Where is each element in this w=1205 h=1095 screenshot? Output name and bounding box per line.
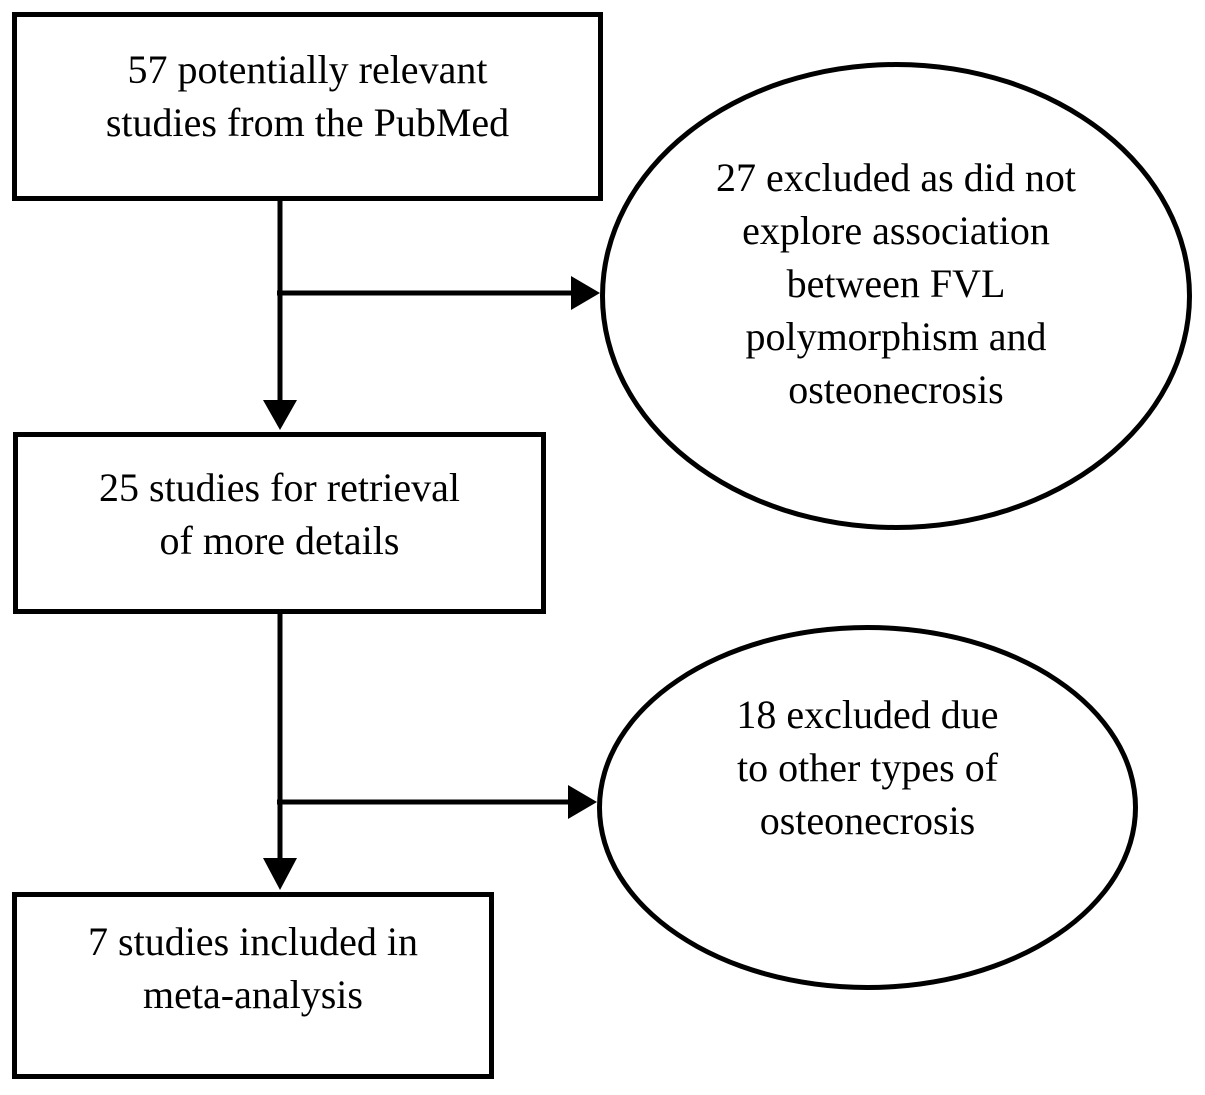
node-text-line: 18 excluded due <box>736 692 999 737</box>
arrowhead-down-2 <box>263 858 297 890</box>
node-text-line: polymorphism and <box>745 314 1047 359</box>
node-retrieval-studies: 25 studies for retrieval of more details <box>13 432 546 614</box>
node-text-line: 27 excluded as did not <box>716 155 1076 200</box>
node-text-line: osteonecrosis <box>788 367 1004 412</box>
arrowhead-right-2 <box>568 785 597 819</box>
node-excluded-other-types: 18 excluded due to other types of osteon… <box>597 625 1138 990</box>
node-pubmed-studies: 57 potentially relevant studies from the… <box>12 12 603 201</box>
node-text-line: to other types of <box>736 745 999 790</box>
node-text-line: osteonecrosis <box>759 798 976 843</box>
node-text-line: studies from the PubMed <box>105 100 510 145</box>
node-text-line: between FVL <box>786 261 1006 306</box>
node-text-line: explore association <box>742 208 1050 253</box>
node-text-line: of more details <box>159 518 400 563</box>
node-excluded-no-association: 27 excluded as did not explore associati… <box>600 62 1192 530</box>
node-text-line: meta-analysis <box>143 972 363 1017</box>
arrowhead-down-1 <box>263 400 297 430</box>
node-text-line: 7 studies included in <box>88 919 418 964</box>
node-text-line: 57 potentially relevant <box>127 47 488 92</box>
arrowhead-right-1 <box>571 276 600 310</box>
node-text-line: 25 studies for retrieval <box>99 465 460 510</box>
node-included-meta-analysis: 7 studies included in meta-analysis <box>12 892 494 1079</box>
